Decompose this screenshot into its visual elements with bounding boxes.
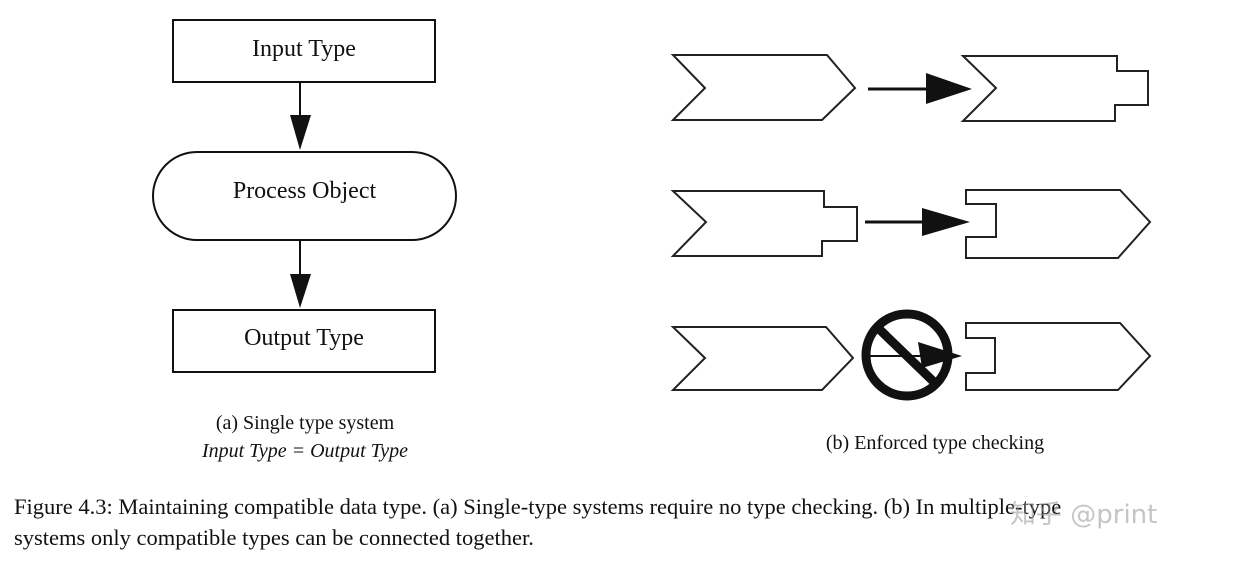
panel-a-caption: (a) Single type system [215, 412, 395, 434]
row3-source-shape [670, 326, 855, 391]
watermark: 知乎 @print [1010, 500, 1158, 530]
row2-arrowhead [922, 208, 970, 236]
prohibited-connection-icon [861, 309, 962, 401]
process-object-stadium [152, 151, 457, 241]
input-type-box [172, 19, 436, 83]
output-type-box [172, 309, 436, 373]
row3-target-shape [965, 322, 1152, 391]
arrowhead-2 [290, 274, 311, 308]
row1-source-shape [670, 54, 857, 121]
output-type-label: Output Type [244, 325, 364, 351]
figure-caption-line2: systems only compatible types can be con… [14, 525, 534, 550]
input-type-label: Input Type [252, 36, 356, 62]
row2-source-shape [670, 190, 858, 257]
figure-caption-line1: Figure 4.3: Maintaining compatible data … [14, 494, 1062, 519]
arrowhead-1 [290, 115, 311, 150]
row1-target-shape [960, 55, 1149, 122]
panel-b-caption: (b) Enforced type checking [825, 432, 1045, 454]
process-object-label: Process Object [232, 178, 377, 204]
panel-a-equation: Input Type = Output Type [201, 440, 409, 462]
row2-target-shape [965, 189, 1152, 259]
row1-arrowhead [926, 73, 972, 104]
